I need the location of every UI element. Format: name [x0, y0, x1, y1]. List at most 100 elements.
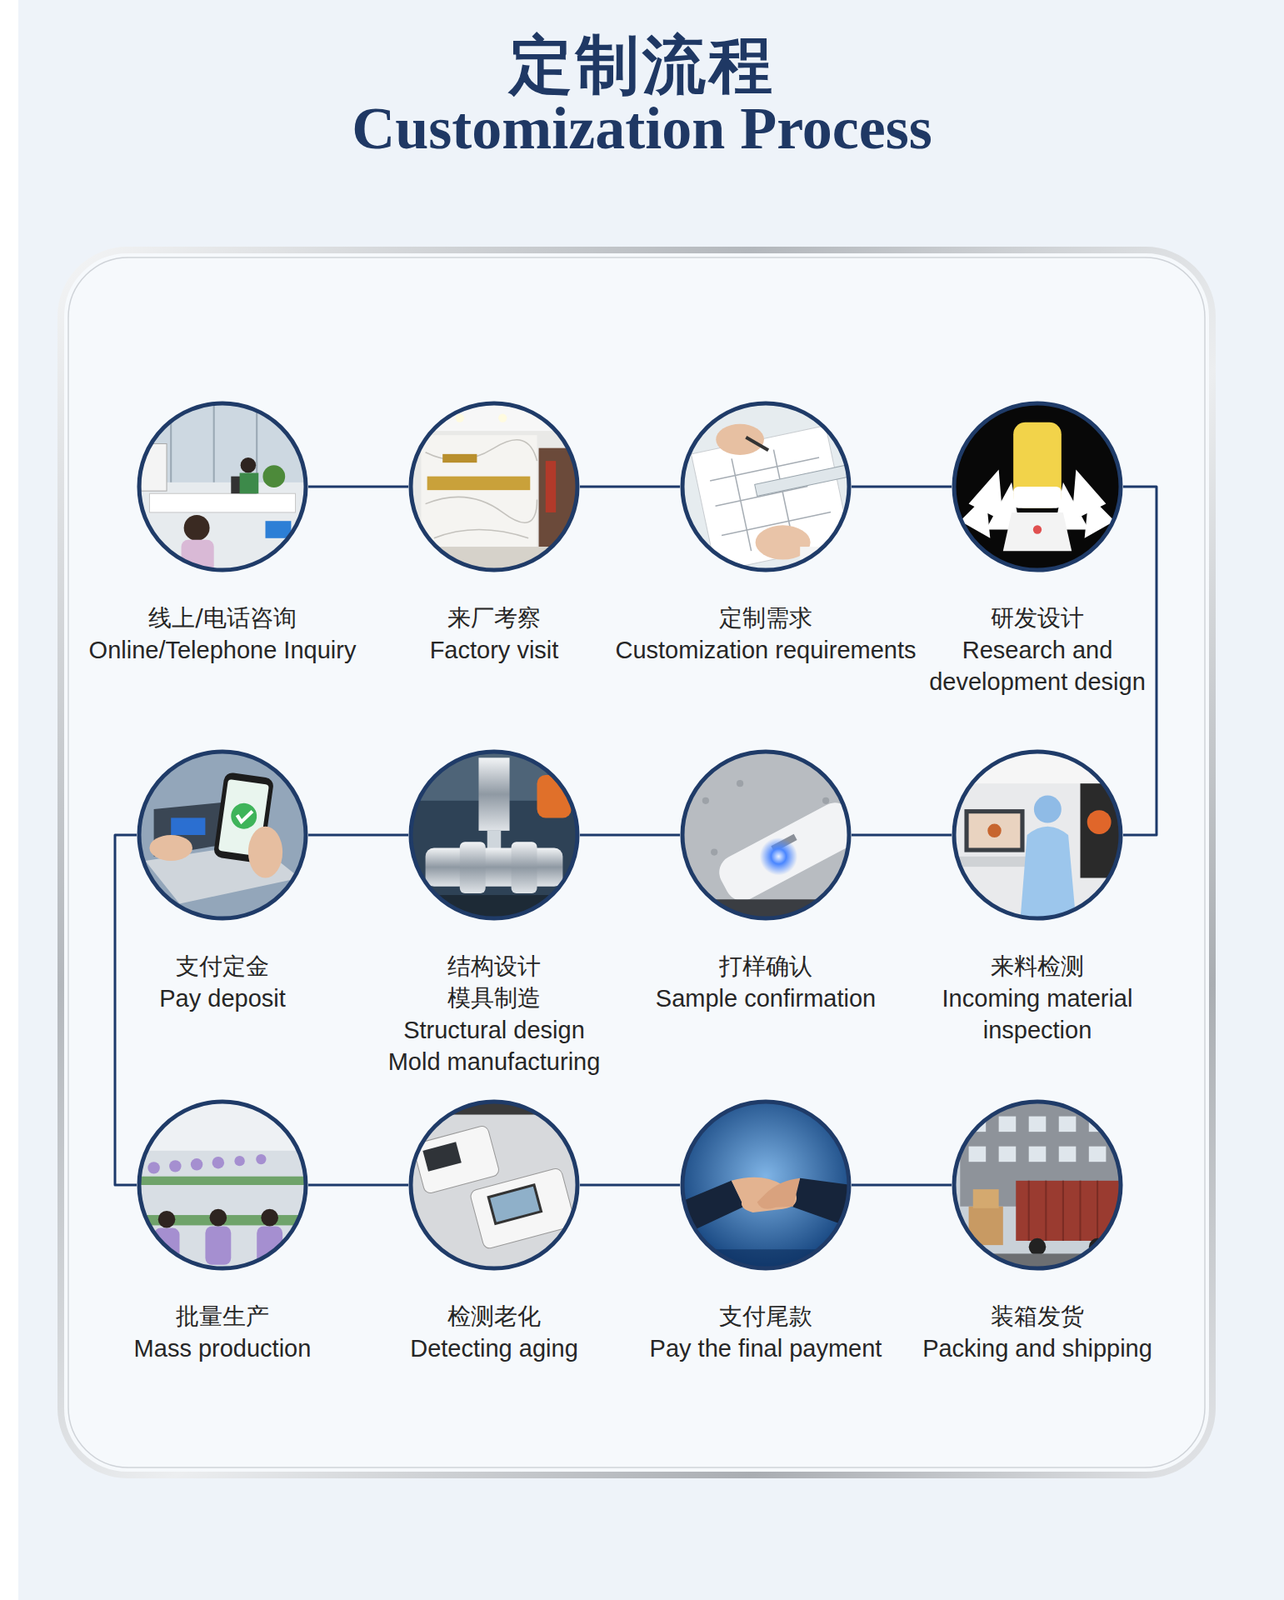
process-step: 支付定金Pay deposit: [136, 749, 309, 921]
step-caption: 装箱发货Packing and shipping: [895, 1300, 1180, 1364]
step-name-en: Pay deposit: [84, 982, 360, 1015]
step-name-cn: 结构设计: [356, 950, 632, 983]
step-circle: [136, 749, 309, 921]
circle-border: [139, 1101, 306, 1269]
process-step: 研发设计Research and development design: [951, 400, 1124, 573]
step-name-en: Research and development design: [912, 634, 1163, 698]
step-photo: [679, 749, 852, 921]
flow-line: [851, 834, 952, 837]
step-caption: 支付尾款Pay the final payment: [607, 1300, 925, 1364]
step-circle: [679, 749, 852, 921]
process-step: 结构设计模具制造Structural designMold manufactur…: [408, 749, 580, 921]
step-photo: [951, 1099, 1124, 1271]
step-photo: [679, 400, 852, 573]
circle-border: [410, 1101, 578, 1269]
step-name-cn: 线上/电话咨询: [64, 602, 381, 635]
step-circle: [408, 1099, 580, 1271]
step-name-cn: 装箱发货: [895, 1300, 1180, 1333]
process-step: 批量生产Mass production: [136, 1099, 309, 1271]
step-caption: 定制需求Customization requirements: [590, 602, 941, 666]
process-step: 线上/电话咨询Online/Telephone Inquiry: [136, 400, 309, 573]
step-photo: [408, 749, 580, 921]
flow-line: [851, 485, 952, 489]
step-circle: [408, 400, 580, 573]
circle-border: [410, 403, 578, 570]
step-caption: 检测老化Detecting aging: [356, 1300, 632, 1364]
circle-border: [682, 751, 850, 919]
step-name-en: Detecting aging: [356, 1332, 632, 1364]
circle-border: [139, 403, 306, 570]
step-name-cn: 支付尾款: [607, 1300, 925, 1333]
step-name-en: Factory visit: [356, 634, 632, 666]
step-circle: [408, 749, 580, 921]
flow-line: [1123, 486, 1157, 835]
step-caption: 研发设计Research and development design: [912, 602, 1163, 698]
step-photo: [951, 400, 1124, 573]
step-circle: [951, 1099, 1124, 1271]
frame-inner-line: [68, 257, 1205, 1468]
step-name-en: Incoming material inspection: [912, 982, 1163, 1046]
circle-border: [954, 751, 1121, 919]
flow-line: [579, 1184, 680, 1187]
step-name-cn: 来厂考察: [356, 602, 632, 635]
circle-border: [410, 751, 578, 919]
flow-line: [308, 485, 409, 489]
circle-border: [682, 1101, 850, 1269]
step-circle: [136, 1099, 309, 1271]
step-name-en: Pay the final payment: [607, 1332, 925, 1364]
step-caption: 打样确认Sample confirmation: [607, 950, 925, 1015]
step-name-en: Packing and shipping: [895, 1332, 1180, 1364]
step-photo: [951, 749, 1124, 921]
step-name-cn: 模具制造: [356, 982, 632, 1015]
circle-border: [682, 403, 850, 570]
step-name-en: Mold manufacturing: [356, 1045, 632, 1078]
step-photo: [408, 1099, 580, 1271]
step-photo: [136, 1099, 309, 1271]
step-name-cn: 支付定金: [84, 950, 360, 983]
flow-line: [114, 834, 137, 1185]
step-caption: 来料检测Incoming material inspection: [912, 950, 1163, 1046]
title: 定制流程: [0, 33, 1284, 97]
step-name-en: Structural design: [356, 1014, 632, 1046]
step-photo: [136, 400, 309, 573]
step-circle: [679, 400, 852, 573]
step-name-en: Online/Telephone Inquiry: [64, 634, 381, 666]
step-circle: [136, 400, 309, 573]
process-step: 支付尾款Pay the final payment: [679, 1099, 852, 1271]
process-step: 检测老化Detecting aging: [408, 1099, 580, 1271]
step-name-en: Sample confirmation: [607, 982, 925, 1015]
step-name-en: Customization requirements: [590, 634, 941, 666]
step-name-cn: 定制需求: [590, 602, 941, 635]
flow-line: [851, 1184, 952, 1187]
step-circle: [951, 749, 1124, 921]
frame: [60, 249, 1213, 1475]
process-step: 来料检测Incoming material inspection: [951, 749, 1124, 921]
process-step: 打样确认Sample confirmation: [679, 749, 852, 921]
flow-line: [579, 485, 680, 489]
step-photo: [136, 749, 309, 921]
step-name-cn: 来料检测: [912, 950, 1163, 983]
step-photo: [679, 1099, 852, 1271]
step-caption: 线上/电话咨询Online/Telephone Inquiry: [64, 602, 381, 666]
circle-border: [954, 1101, 1121, 1269]
step-caption: 来厂考察Factory visit: [356, 602, 632, 666]
flow-line: [308, 834, 409, 837]
step-name-cn: 检测老化: [356, 1300, 632, 1333]
step-photo: [408, 400, 580, 573]
step-caption: 支付定金Pay deposit: [84, 950, 360, 1015]
circle-border: [954, 403, 1121, 570]
circle-border: [139, 751, 306, 919]
step-name-cn: 批量生产: [84, 1300, 360, 1333]
step-name-cn: 打样确认: [607, 950, 925, 983]
step-caption: 批量生产Mass production: [84, 1300, 360, 1364]
step-caption: 结构设计模具制造Structural designMold manufactur…: [356, 950, 632, 1078]
process-step: 定制需求Customization requirements: [679, 400, 852, 573]
side-strip: [0, 0, 19, 1600]
step-circle: [679, 1099, 852, 1271]
step-name-en: Mass production: [84, 1332, 360, 1364]
flow-line: [579, 834, 680, 837]
process-step: 装箱发货Packing and shipping: [951, 1099, 1124, 1271]
subtitle: Customization Process: [0, 98, 1284, 159]
step-circle: [951, 400, 1124, 573]
